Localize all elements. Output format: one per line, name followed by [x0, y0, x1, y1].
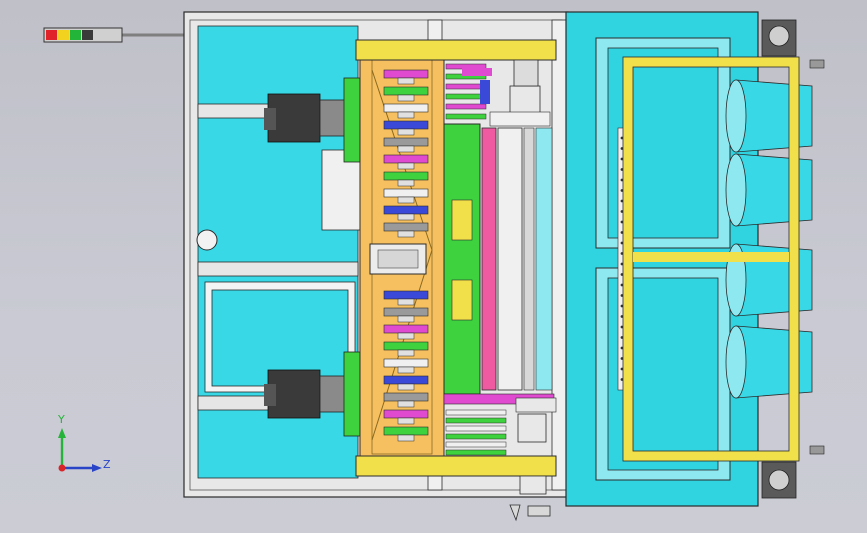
- cone-mouth: [725, 153, 747, 227]
- top-actuators: [462, 59, 551, 127]
- clamp-bracket: [397, 366, 415, 374]
- clamp-bracket: [397, 349, 415, 357]
- signal-light-yellow: [58, 30, 69, 40]
- caster-wheel-top: [761, 19, 825, 69]
- clamp-finger: [383, 154, 429, 164]
- clamp-bracket: [397, 162, 415, 170]
- clamp-bracket: [397, 434, 415, 442]
- clamp-finger: [383, 409, 429, 419]
- clamp-bracket: [397, 417, 415, 425]
- cone-body: [735, 325, 813, 399]
- yellow-window-frame: [622, 56, 800, 462]
- green-carrier: [443, 123, 481, 395]
- clamp-bracket: [397, 145, 415, 153]
- top-rail: [355, 39, 557, 61]
- bottom-rail: [355, 455, 557, 477]
- cone-body: [735, 153, 813, 227]
- bottom-link: [445, 449, 507, 456]
- clamp-bracket: [397, 383, 415, 391]
- clamp-finger: [383, 205, 429, 215]
- bottom-link: [445, 409, 507, 416]
- z-axis-label: Z: [103, 458, 111, 471]
- clamp-finger: [383, 392, 429, 402]
- clamp-finger: [383, 341, 429, 351]
- clamp-finger: [383, 86, 429, 96]
- clamp-bracket: [397, 77, 415, 85]
- y-axis-label: Y: [58, 413, 65, 426]
- cone-mouth: [725, 79, 747, 153]
- clamp-bracket: [397, 315, 415, 323]
- clamp-finger: [383, 69, 429, 79]
- clamp-finger: [383, 358, 429, 368]
- bottom-link: [445, 417, 507, 424]
- clamp-bracket: [397, 230, 415, 238]
- clamp-bracket: [397, 94, 415, 102]
- clamp-finger: [383, 307, 429, 317]
- clamp-bracket: [397, 332, 415, 340]
- pink-roller: [481, 127, 497, 391]
- white-roller: [497, 127, 523, 391]
- cone-body: [735, 79, 813, 153]
- clamp-finger: [383, 137, 429, 147]
- bottom-link: [445, 425, 507, 432]
- bottom-actuators: [443, 393, 557, 522]
- clamp-bracket: [397, 298, 415, 306]
- signal-tower: [43, 27, 184, 43]
- clamp-bracket: [397, 400, 415, 408]
- clamp-finger: [383, 290, 429, 300]
- caster-wheel-bottom: [761, 445, 825, 499]
- clamp-finger: [383, 171, 429, 181]
- clamp-finger: [383, 120, 429, 130]
- clamp-finger: [383, 324, 429, 334]
- clamp-finger: [383, 375, 429, 385]
- bottom-link: [445, 433, 507, 440]
- clamp-finger: [383, 103, 429, 113]
- signal-light-red: [46, 30, 57, 40]
- clamp-finger: [383, 188, 429, 198]
- axis-triad: [58, 428, 102, 472]
- clamp-bracket: [397, 179, 415, 187]
- clamp-bracket: [397, 128, 415, 136]
- bottom-link: [445, 441, 507, 448]
- cone-mouth: [725, 325, 747, 399]
- top-link: [445, 113, 487, 120]
- clamp-finger: [383, 426, 429, 436]
- clamp-bracket: [397, 196, 415, 204]
- clamp-finger: [383, 222, 429, 232]
- top-link: [445, 103, 487, 110]
- green-side-plate-top: [343, 77, 363, 163]
- round-port: [196, 229, 218, 251]
- clamp-bracket: [397, 111, 415, 119]
- green-side-plate-bottom: [343, 351, 363, 437]
- clamp-bracket: [397, 213, 415, 221]
- signal-light-base: [82, 30, 93, 40]
- clamp-mechanism: [383, 63, 507, 456]
- signal-light-green: [70, 30, 81, 40]
